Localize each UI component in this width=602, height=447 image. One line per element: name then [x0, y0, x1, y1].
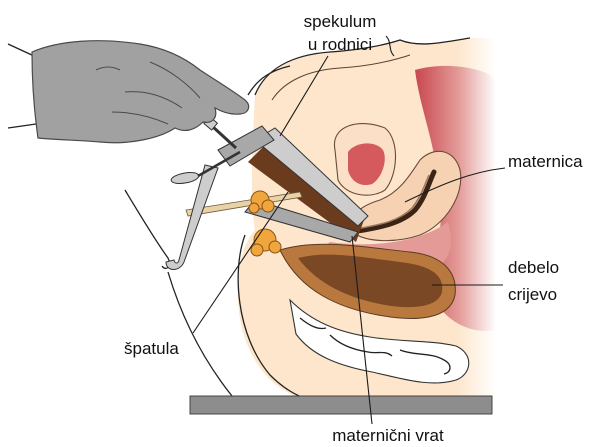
thigh-outline: [125, 190, 169, 268]
speculum-thumb-lever: [170, 171, 199, 186]
label-speculum-line2: u rodnici: [308, 35, 372, 54]
label-uterus: maternica: [508, 152, 583, 171]
label-speculum-line1: spekulum: [304, 12, 377, 31]
label-cervix: maternični vrat: [332, 426, 444, 445]
label-colon-line2: crijevo: [508, 285, 557, 304]
thigh-underside-outline: [168, 272, 232, 396]
exam-table: [190, 396, 492, 414]
speculum-screw: [212, 126, 236, 148]
arm-line-top: [8, 44, 34, 56]
label-colon-line1: debelo: [508, 258, 559, 277]
label-spatula: špatula: [124, 339, 179, 358]
arm-line-bottom: [8, 124, 36, 128]
